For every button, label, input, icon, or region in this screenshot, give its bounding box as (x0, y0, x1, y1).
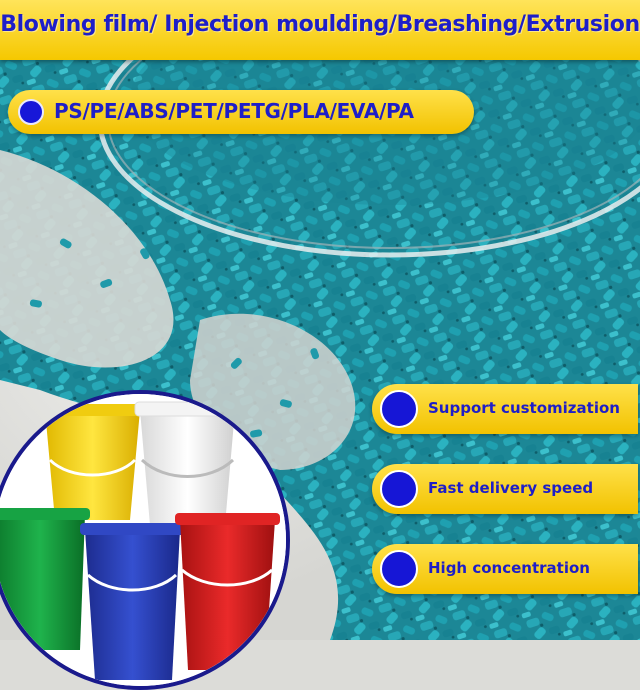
blue-circle-bullet-icon (380, 470, 418, 508)
materials-label: PS/PE/ABS/PET/PETG/PLA/EVA/PA (54, 99, 414, 123)
feature-label: Support customization (428, 399, 620, 417)
blue-circle-bullet-icon (380, 550, 418, 588)
blue-circle-bullet-icon (380, 390, 418, 428)
feature-label: High concentration (428, 559, 590, 577)
feature-label: Fast delivery speed (428, 479, 594, 497)
blue-circle-bullet-icon (18, 99, 44, 125)
top-banner: Blowing film/ Injection moulding/Breashi… (0, 0, 640, 60)
feature-pill-customization: Support customization (372, 384, 638, 434)
banner-title: Blowing film/ Injection moulding/Breashi… (0, 12, 640, 37)
materials-pill: PS/PE/ABS/PET/PETG/PLA/EVA/PA (8, 90, 474, 134)
feature-pill-concentration: High concentration (372, 544, 638, 594)
plastic-buckets-photo (0, 390, 290, 690)
feature-pill-delivery: Fast delivery speed (372, 464, 638, 514)
